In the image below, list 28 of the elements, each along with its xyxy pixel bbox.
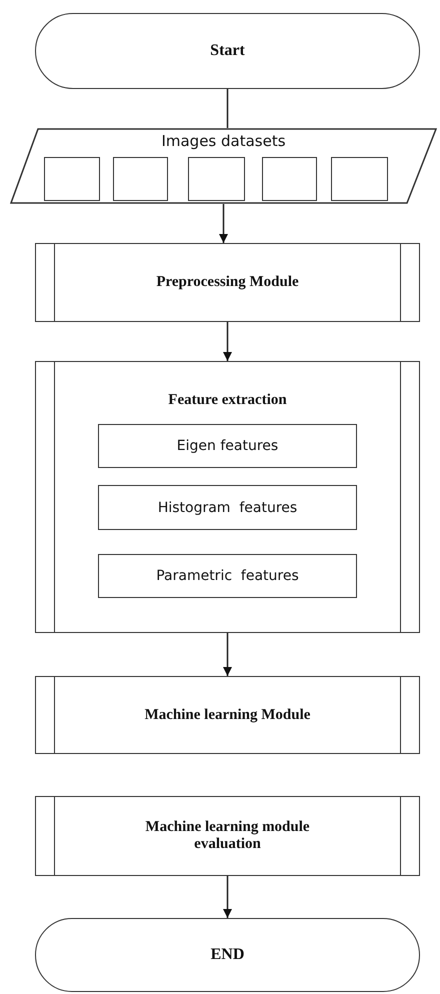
heading-text: Feature extraction [167,392,288,409]
process-box [98,424,357,468]
empty-box [331,157,388,201]
empty-box [188,157,245,201]
node-text: Histogram features [156,500,298,516]
node-text: END [210,946,246,964]
predefined-process-box [35,243,420,322]
predefined-process-box [35,361,420,633]
arrow [223,322,232,361]
node-text: Preprocessing Module [155,274,300,291]
data-parallelogram [10,128,437,204]
node-text: Start [209,42,246,60]
empty-box [44,157,100,201]
arrow [219,204,228,243]
node-text: Machine learning Module [144,706,312,724]
node-text: Parametric features [155,568,300,584]
node-text: Machine learning module evaluation [144,819,311,853]
empty-box [262,157,317,201]
heading-text: Images datasets [160,132,287,150]
process-box [98,485,357,530]
arrow [223,876,232,918]
predefined-process-box [35,676,420,754]
arrow [223,633,232,676]
predefined-process-box [35,796,420,876]
connector-line [226,89,228,128]
node-text: Eigen features [176,438,280,454]
process-box [98,554,357,598]
empty-box [113,157,168,201]
